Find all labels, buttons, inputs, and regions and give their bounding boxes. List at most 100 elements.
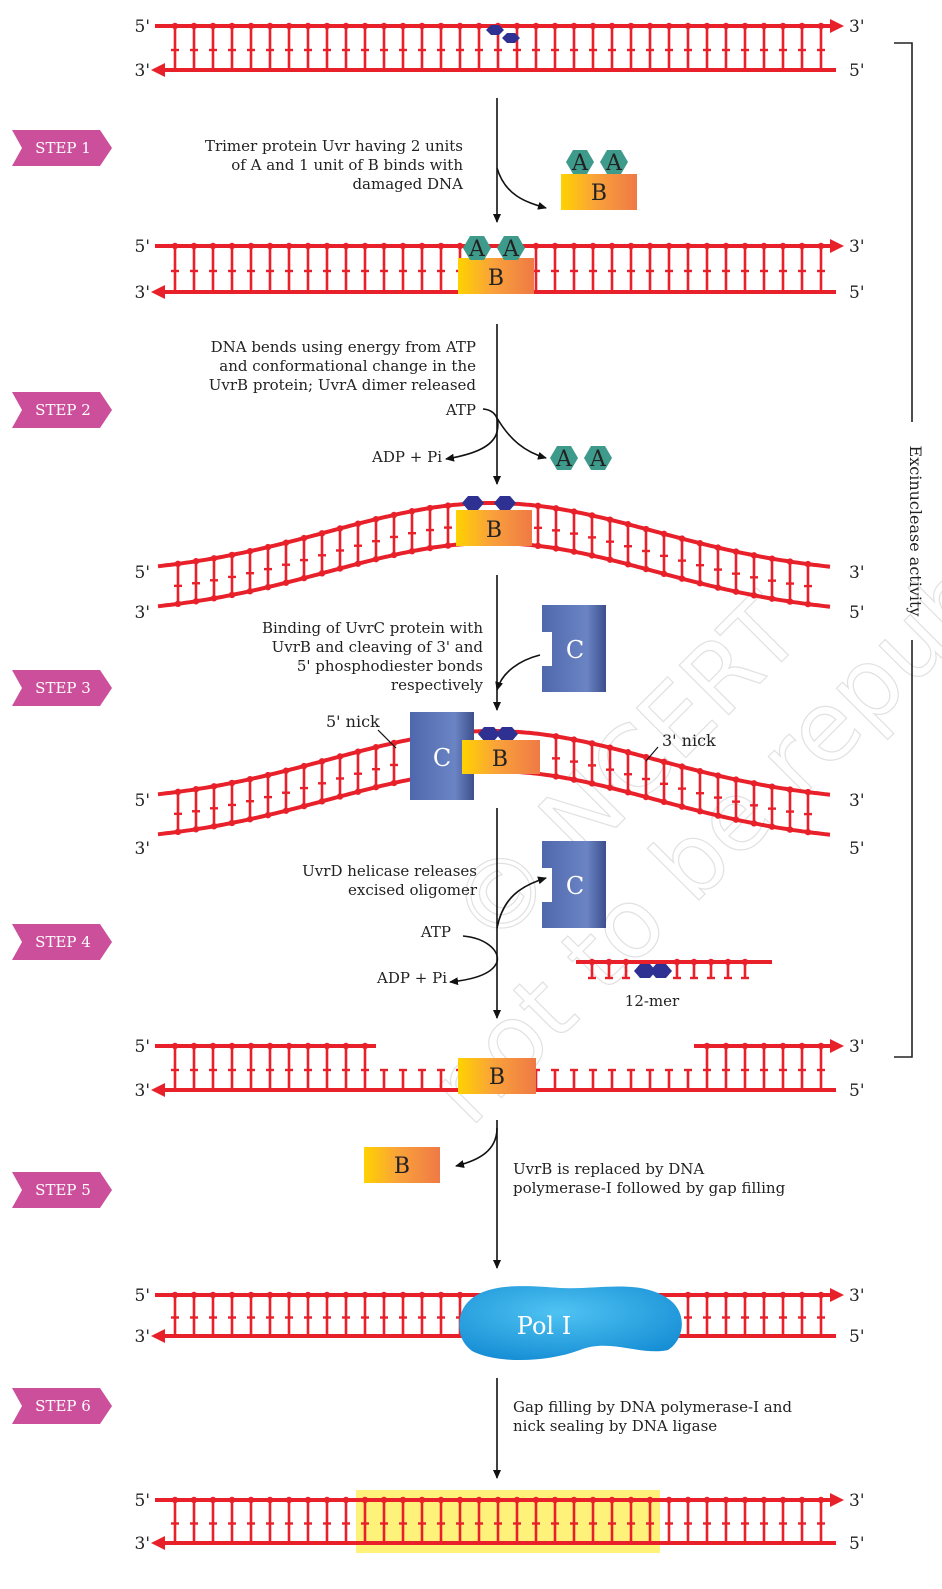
pol-I: Pol I [459,1286,682,1361]
strand-end-right-bottom: 5' [849,1081,865,1101]
nick-leaders [377,729,659,762]
strand-end-right-top: 3' [849,237,865,257]
step-4-atp: ATP [420,923,451,941]
uvr-trimer-bound: A A B [458,236,534,294]
strand-end-right-top: 3' [849,563,865,583]
uvrA-label-5: A [555,447,573,472]
step-1-text: Trimer protein Uvr having 2 units of A a… [205,137,463,193]
strand-end-left-bottom: 3' [135,1534,151,1554]
pol-label: Pol I [517,1312,571,1340]
uvrC-label-2: C [433,744,451,772]
uvrC-free: C [542,605,606,692]
strand-end-right-bottom: 5' [849,839,865,859]
strand-end-left-top: 5' [135,791,151,811]
strand-end-labels: 5' 3' 3' 5' 5' 3' 3' 5' 5' 3' 3' 5' 5' 3' 3' 5' 5' 3' 3' 5'… [135,17,865,1554]
strand-end-left-top: 5' [135,17,151,37]
strand-end-left-bottom: 3' [135,603,151,623]
strand-end-left-bottom: 3' [135,839,151,859]
svg-text:excised oligomer: excised oligomer [348,881,478,899]
svg-text:UvrB protein; UvrA dimer relea: UvrB protein; UvrA dimer released [209,376,477,394]
strand-end-right-bottom: 5' [849,1327,865,1347]
svg-text:polymerase-I followed by gap f: polymerase-I followed by gap filling [513,1179,786,1197]
uvrB-gapped: B [458,1058,536,1094]
strand-end-right-top: 3' [849,17,865,37]
strand-end-right-top: 3' [849,1491,865,1511]
step-3-text: Binding of UvrC protein with UvrB and cl… [262,619,484,694]
svg-text:respectively: respectively [391,676,484,694]
step-1-label: STEP 1 [35,139,91,157]
step-tag-6: STEP 6 [12,1388,112,1424]
uvrA-dimer-released: A A [550,446,612,472]
bracket-label: Excinuclease activity [906,446,925,617]
step-2-adp: ADP + Pi [371,448,442,466]
strand-end-left-top: 5' [135,1491,151,1511]
strand-end-right-bottom: 5' [849,1534,865,1554]
svg-text:Gap filling by DNA polymerase-: Gap filling by DNA polymerase-I and [513,1398,792,1416]
uvrB-released: B [364,1147,440,1183]
dna-damaged [151,19,844,77]
nick-3-label: 3' nick [662,731,716,750]
uvrBC-complex: C B [410,712,540,800]
flow-arrows [445,98,547,1479]
uvrB-bent-1: B [456,496,532,546]
uvrB-label-1: B [591,181,607,206]
step-tag-5: STEP 5 [12,1172,112,1208]
step-2-atp: ATP [445,401,476,419]
strand-end-left-bottom: 3' [135,1081,151,1101]
uvrB-label-5: B [489,1065,505,1090]
uvrA-label-1: A [571,151,589,176]
strand-end-left-top: 5' [135,563,151,583]
svg-text:Trimer protein Uvr having 2 un: Trimer protein Uvr having 2 units [205,137,463,155]
dna-repaired [151,1490,844,1553]
strand-end-right-bottom: 5' [849,603,865,623]
uvrB-label-6: B [394,1154,410,1179]
uvrA-label-4: A [502,237,520,262]
strand-end-right-top: 3' [849,1037,865,1057]
step-5-label: STEP 5 [35,1181,91,1199]
step-5-text: UvrB is replaced by DNA polymerase-I fol… [513,1160,786,1197]
dna-layer [151,19,844,1553]
strand-end-right-top: 3' [849,1286,865,1306]
step-6-text: Gap filling by DNA polymerase-I and nick… [513,1398,792,1435]
strand-end-left-bottom: 3' [135,61,151,81]
uvrC-label-3: C [566,872,584,900]
nick-5-label: 5' nick [326,712,380,731]
step-tag-2: STEP 2 [12,392,112,428]
strand-end-left-bottom: 3' [135,283,151,303]
step-3-label: STEP 3 [35,679,91,697]
strand-end-right-top: 3' [849,791,865,811]
svg-text:and conformational change in t: and conformational change in the [219,357,476,375]
uvrA-label-6: A [589,447,607,472]
step-4-label: STEP 4 [35,933,91,951]
uvr-trimer-free: A A B [561,150,637,210]
svg-text:Binding of UvrC protein with: Binding of UvrC protein with [262,619,483,637]
step-tags: STEP 1 STEP 2 STEP 3 STEP 4 STEP 5 STEP … [12,130,112,1424]
svg-text:of A and 1 unit of B binds wit: of A and 1 unit of B binds with [231,156,463,174]
oligomer-label: 12-mer [625,992,680,1010]
uvrC-label-1: C [566,636,584,664]
strand-end-right-bottom: 5' [849,283,865,303]
step-tag-4: STEP 4 [12,924,112,960]
strand-end-left-top: 5' [135,1037,151,1057]
step-6-label: STEP 6 [35,1397,91,1415]
uvrB-label-2: B [488,266,504,291]
svg-text:DNA bends using energy from AT: DNA bends using energy from ATP [211,338,476,356]
damage-site-1 [486,25,520,43]
step-2-label: STEP 2 [35,401,91,419]
strand-end-left-top: 5' [135,1286,151,1306]
uvrC-released: C [542,841,606,928]
svg-text:nick sealing by DNA ligase: nick sealing by DNA ligase [513,1417,717,1435]
step-tag-1: STEP 1 [12,130,112,166]
svg-text:5' phosphodiester bonds: 5' phosphodiester bonds [297,657,483,675]
step-4-adp: ADP + Pi [376,969,447,987]
excinuclease-bracket [894,42,913,1058]
oligomer-damage [634,964,672,978]
strand-end-left-top: 5' [135,237,151,257]
uvrA-label-2: A [605,151,623,176]
uvrB-label-4: B [492,747,508,772]
strand-end-right-bottom: 5' [849,61,865,81]
strand-end-left-bottom: 3' [135,1327,151,1347]
svg-text:UvrD helicase releases: UvrD helicase releases [302,862,477,880]
uvrA-label-3: A [468,237,486,262]
